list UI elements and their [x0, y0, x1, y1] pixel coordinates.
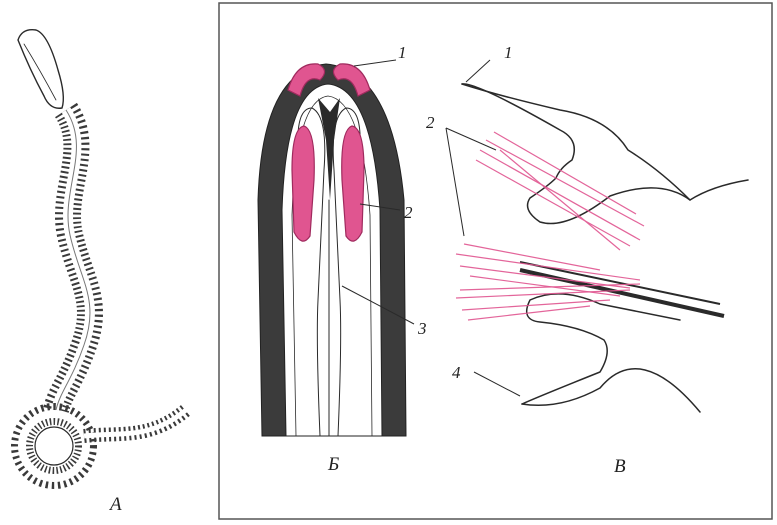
worm-coil-inner	[35, 427, 73, 465]
worm-head-line	[24, 44, 56, 100]
acicula-2	[520, 262, 720, 304]
leader-c-4	[474, 372, 520, 396]
leader-c-2a	[446, 128, 496, 150]
label-b-1: 1	[398, 43, 407, 62]
label-c-4: 4	[452, 363, 461, 382]
chaetae-upper	[476, 132, 644, 250]
label-b-3: 3	[417, 319, 427, 338]
leader-b-1	[354, 60, 396, 66]
gland-left	[292, 126, 314, 241]
label-b-2: 2	[404, 203, 413, 222]
panel-a-letter: А	[108, 494, 122, 515]
chaetae-middle	[456, 244, 640, 296]
panel-b-letter: Б	[327, 454, 339, 475]
leader-c-1	[466, 60, 490, 82]
panel-c-parapodium: 1 2 4 В	[426, 43, 748, 477]
label-c-1: 1	[504, 43, 513, 62]
panel-b-section: 1 2 3 Б	[258, 43, 427, 475]
panel-c-letter: В	[614, 456, 626, 477]
upper-lobe-edge	[462, 84, 690, 200]
label-c-2: 2	[426, 113, 435, 132]
panel-a-worm: А	[18, 30, 186, 515]
gland-right	[342, 126, 364, 241]
worm-head	[18, 30, 63, 109]
lower-lobe-edge	[522, 369, 700, 412]
leader-c-2b	[446, 128, 464, 236]
